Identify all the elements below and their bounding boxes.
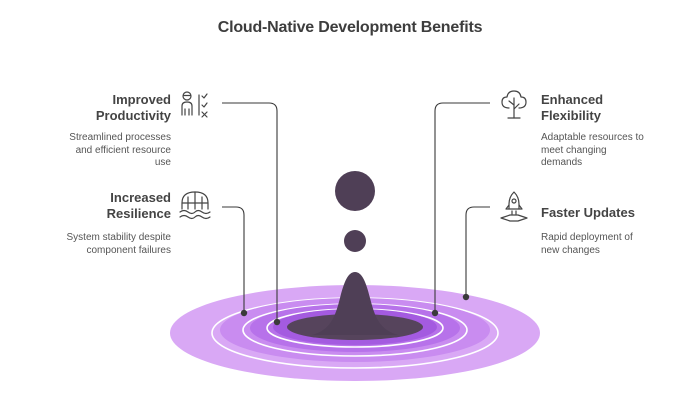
rocket-icon [500, 191, 528, 222]
falling-drop-large [335, 171, 375, 211]
updates-heading-line1: Faster Updates [541, 205, 635, 220]
flexibility-heading-line1: Enhanced [541, 92, 604, 107]
connector-end-productivity [273, 318, 281, 326]
resilience-heading-line2: Resilience [106, 206, 171, 221]
productivity-description: Streamlined processes and efficient reso… [40, 132, 171, 170]
updates-desc-line1: Rapid deployment of [541, 232, 633, 243]
connector-end-updates [462, 293, 470, 301]
connector-updates [465, 206, 490, 297]
productivity-heading-line1: Improved [112, 92, 171, 107]
flexibility-desc-line3: demands [541, 157, 583, 168]
resilience-description: System stability despite component failu… [40, 232, 172, 257]
flexibility-heading-line2: Flexibility [541, 108, 601, 123]
connector-end-resilience [240, 309, 248, 317]
tree-icon [501, 90, 527, 119]
productivity-desc-line3: use [154, 157, 171, 168]
flexibility-desc-line1: Adaptable resources to [541, 132, 644, 143]
resilience-heading-line1: Increased [110, 190, 171, 205]
productivity-heading: Improved Productivity [60, 92, 171, 124]
flexibility-description: Adaptable resources to meet changing dem… [541, 132, 681, 170]
falling-drop-small [344, 230, 366, 252]
updates-description: Rapid deployment of new changes [541, 232, 681, 257]
flexibility-heading: Enhanced Flexibility [541, 92, 661, 124]
connector-end-flexibility [431, 309, 439, 317]
productivity-heading-line2: Productivity [95, 108, 171, 123]
connector-productivity [222, 102, 278, 322]
splash-peak [312, 272, 398, 335]
productivity-desc-line2: and efficient resource [75, 144, 171, 156]
diagram-title: Cloud-Native Development Benefits [217, 19, 483, 36]
person-checklist-icon [181, 91, 208, 118]
updates-heading: Faster Updates [541, 205, 671, 221]
connector-flexibility [434, 102, 490, 313]
resilience-desc-line1: System stability despite [66, 232, 172, 243]
productivity-desc-line1: Streamlined processes [69, 132, 171, 143]
dome-waves-icon [179, 191, 211, 220]
updates-desc-line2: new changes [541, 244, 600, 256]
connector-resilience [222, 206, 245, 313]
resilience-desc-line2: component failures [86, 244, 172, 256]
flexibility-desc-line2: meet changing [541, 144, 607, 156]
resilience-heading: Increased Resilience [60, 190, 171, 222]
